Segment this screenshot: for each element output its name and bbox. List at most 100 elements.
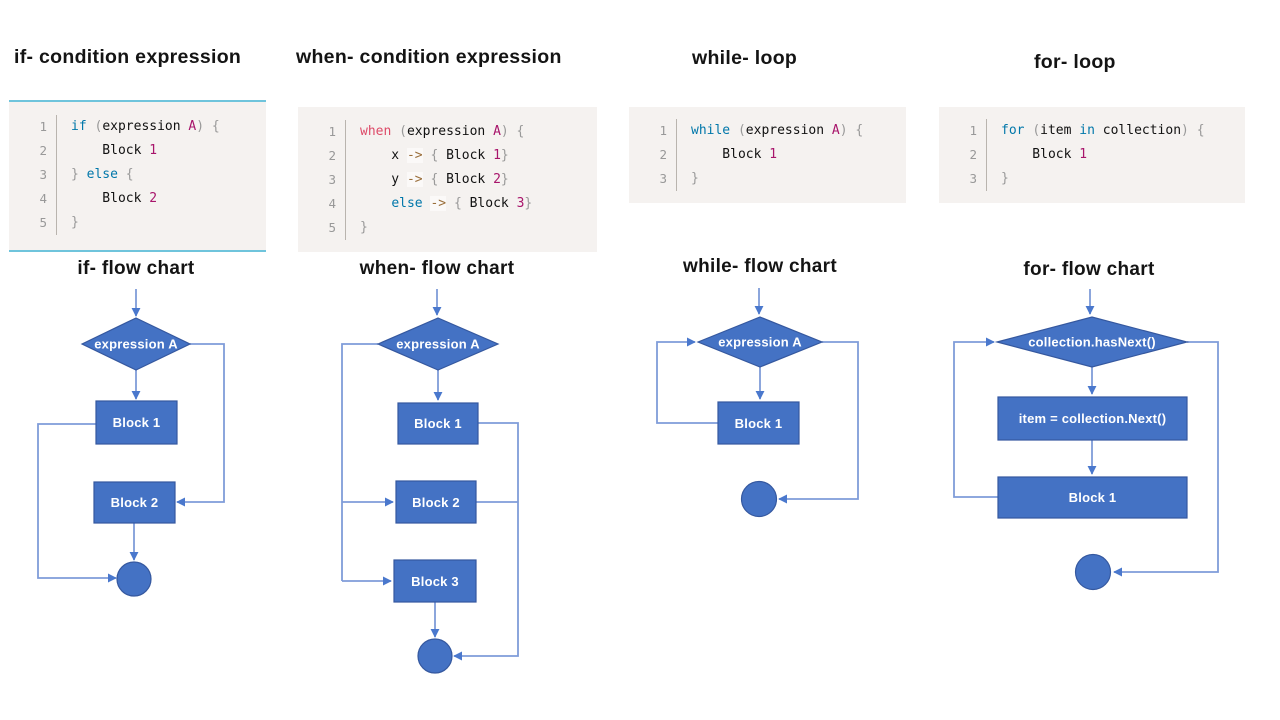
code-line: 4 else -> { Block 3} [298,192,597,216]
code-text: } [691,171,699,186]
decision-label: expression A [94,337,178,352]
code-line: 2 Block 1 [9,139,266,163]
end-circle [116,561,152,597]
block1-to-end-connector [37,423,117,583]
code-text: else -> { Block 3} [391,196,533,211]
line-number: 2 [298,144,346,168]
when-flow-title: when- flow chart [359,258,515,279]
code-text: Block 2 [71,191,158,206]
line-number: 5 [298,216,346,240]
code-line: 3} [629,167,906,191]
if-flow-title: if- flow chart [77,258,195,279]
code-line: 2 x -> { Block 1} [298,144,597,168]
code-text: for (item in collection) { [1001,123,1205,138]
code-line: 3 y -> { Block 2} [298,168,597,192]
line-number: 1 [298,120,346,144]
decision-diamond [994,316,1190,368]
for-flowchart: collection.hasNext() item = collection.N… [953,289,1219,591]
code-text: } [1001,171,1009,186]
line-number: 3 [939,167,987,191]
line-number: 2 [939,143,987,167]
loop-back-connector [953,337,998,498]
code-line: 4 Block 2 [9,187,266,211]
decision-diamond [80,317,192,371]
block2-label: Block 2 [111,495,159,510]
code-text: when (expression A) { [360,124,525,139]
while-flowchart: expression A Block 1 [656,288,859,518]
end-circle [1074,553,1112,591]
code-text: } [360,220,368,235]
for-code-title: for- loop [1034,51,1116,73]
code-line: 1 when (expression A) { [298,120,597,144]
item-assignment-box [997,396,1188,441]
code-line: 5} [298,216,597,240]
code-text: if (expression A) { [71,119,220,134]
block2-label: Block 2 [412,495,460,510]
left-branch-trunk [341,343,378,581]
exit-to-end-connector [1113,341,1219,577]
decision-label: expression A [718,335,802,350]
line-number: 2 [9,139,57,163]
line-number: 1 [629,119,677,143]
line-number: 3 [9,163,57,187]
code-text: Block 1 [691,147,778,162]
while-flow-title: while- flow chart [683,256,837,277]
end-circle [740,480,778,518]
exit-to-end-connector [778,341,859,504]
block3-box [393,559,477,603]
false-branch-connector [176,343,225,507]
code-text: } else { [71,167,134,182]
if-flowchart: expression A Block 1 Block 2 [37,289,225,597]
code-text: y -> { Block 2} [360,172,509,187]
line-number: 4 [298,192,346,216]
line-number: 5 [9,211,57,235]
code-text: Block 1 [71,143,158,158]
when-flowchart: expression A Block 1 Block 2 Block 3 [341,289,519,674]
end-circle [417,638,453,674]
line-number: 3 [298,168,346,192]
if-code-title: if- condition expression [14,46,242,68]
code-text: } [71,215,79,230]
decision-diamond [376,317,500,371]
block1-box [997,476,1188,519]
decision-label: collection.hasNext() [1028,335,1156,350]
code-line: 1 while (expression A) { [629,119,906,143]
block1-label: Block 1 [1069,490,1117,505]
while-code-title: while- loop [692,47,798,69]
line-number: 1 [9,115,57,139]
code-line: 2 Block 1 [939,143,1245,167]
line-number: 1 [939,119,987,143]
code-line: 3 } else { [9,163,266,187]
loop-back-connector [656,337,718,424]
block1-label: Block 1 [414,416,462,431]
block2-box [395,480,477,524]
decision-label: expression A [396,337,480,352]
block1-label: Block 1 [735,416,783,431]
for-flow-title: for- flow chart [1023,259,1155,280]
item-assignment-label: item = collection.Next() [1019,411,1166,426]
line-number: 2 [629,143,677,167]
code-text: while (expression A) { [691,123,864,138]
decision-diamond [696,316,824,368]
block3-label: Block 3 [411,574,459,589]
code-line: 3} [939,167,1245,191]
line-number: 3 [629,167,677,191]
block1-label: Block 1 [113,415,161,430]
code-text: x -> { Block 1} [360,148,509,163]
code-line: 2 Block 1 [629,143,906,167]
code-line: 1 if (expression A) { [9,115,266,139]
right-merge-connector [453,422,519,661]
line-number: 4 [9,187,57,211]
code-line: 5} [9,211,266,235]
code-line: 1 for (item in collection) { [939,119,1245,143]
block2-box [93,481,176,524]
block1-box [397,402,479,445]
block1-box [95,400,178,445]
when-code-title: when- condition expression [296,46,562,68]
block1-box [717,401,800,445]
code-text: Block 1 [1001,147,1088,162]
